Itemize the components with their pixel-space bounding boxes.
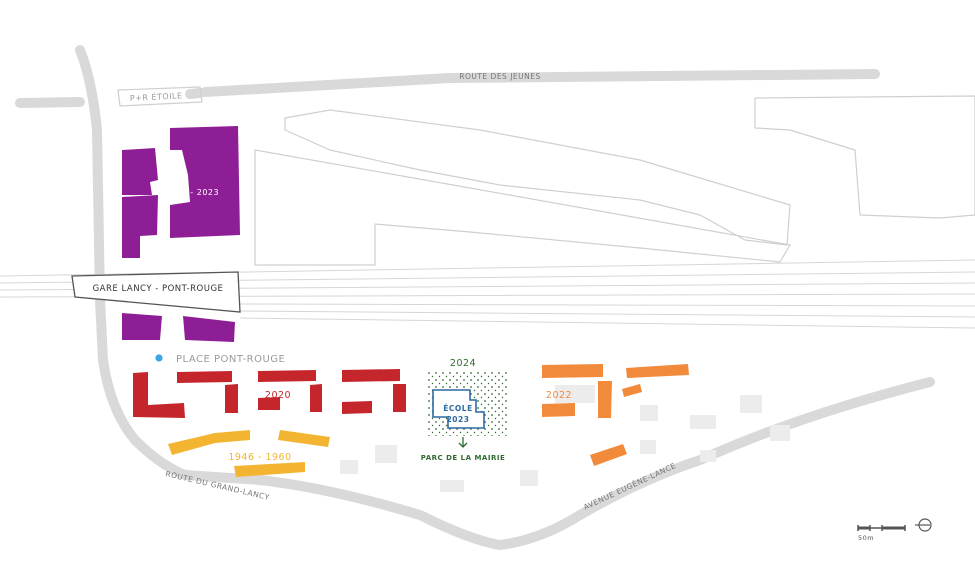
road-route-des-jeunes <box>15 69 880 108</box>
yellow-building-2 <box>278 430 330 447</box>
phase-label-2020: 2020 <box>265 390 291 401</box>
red-building-1 <box>133 372 185 418</box>
gare-label-group <box>71 271 241 313</box>
phase-label-2018-2023: 2018 - 2023 <box>165 188 219 197</box>
yellow-building-1 <box>168 430 250 455</box>
place-pont-rouge-marker <box>155 354 163 362</box>
phase-label-2022: 2022 <box>546 390 572 401</box>
red-building-4 <box>258 370 316 382</box>
outline-pr-etoile <box>117 86 203 107</box>
red-building-5 <box>258 397 280 410</box>
orange-building-6 <box>590 444 627 466</box>
outline-middle-building <box>254 149 791 266</box>
phase-label-1946-1960: 1946 - 1960 <box>228 452 291 463</box>
label-route-des-jeunes: ROUTE DES JEUNES <box>459 72 541 81</box>
orange-building-2 <box>626 364 689 378</box>
purple-building-5 <box>183 316 235 342</box>
buildings-1946-1960 <box>168 430 330 477</box>
gare-label-box <box>71 271 241 313</box>
purple-building-3 <box>122 195 158 258</box>
label-place-pont-rouge: PLACE PONT-ROUGE <box>176 354 285 365</box>
label-parc-de-la-mairie: PARC DE LA MAIRIE <box>421 454 505 462</box>
label-ecole-year: 2023 <box>447 415 470 424</box>
label-avenue-eugene-lance: AVENUE EUGÈNE-LANCE <box>582 461 677 512</box>
phase-label-2024: 2024 <box>450 358 476 369</box>
orange-building-3 <box>598 381 612 418</box>
label-ecole: ÉCOLE <box>443 404 472 413</box>
outline-east-building <box>754 95 975 219</box>
label-pr-etoile: P+R ÉTOILE <box>130 89 183 103</box>
outline-north-long-building <box>284 109 791 246</box>
orange-building-4 <box>622 384 642 397</box>
buildings-2018-2023 <box>122 126 240 342</box>
buildings-2022 <box>542 364 689 466</box>
red-building-9 <box>393 384 406 412</box>
purple-building-1 <box>122 148 158 195</box>
context-outlines <box>117 86 975 266</box>
ecole-outline <box>432 389 485 429</box>
yellow-building-3 <box>234 462 305 477</box>
orange-building-1 <box>542 364 603 378</box>
purple-building-4 <box>122 313 162 340</box>
red-building-6 <box>310 384 322 412</box>
red-building-8 <box>342 401 372 414</box>
arrow-down-icon <box>458 437 468 448</box>
parc-de-la-mairie <box>427 371 507 436</box>
purple-building-2 <box>170 126 240 238</box>
north-arrow-icon <box>915 518 932 532</box>
label-scale: 50m <box>858 534 874 542</box>
road-pr-etoile-link <box>185 88 205 99</box>
red-building-2 <box>177 371 232 383</box>
orange-building-5 <box>542 403 575 417</box>
red-building-3 <box>225 384 238 413</box>
scale-bar <box>857 525 906 531</box>
red-building-7 <box>342 369 400 382</box>
buildings-2020 <box>133 369 406 418</box>
background-buildings <box>340 385 790 492</box>
label-gare: GARE LANCY - PONT-ROUGE <box>93 284 224 294</box>
